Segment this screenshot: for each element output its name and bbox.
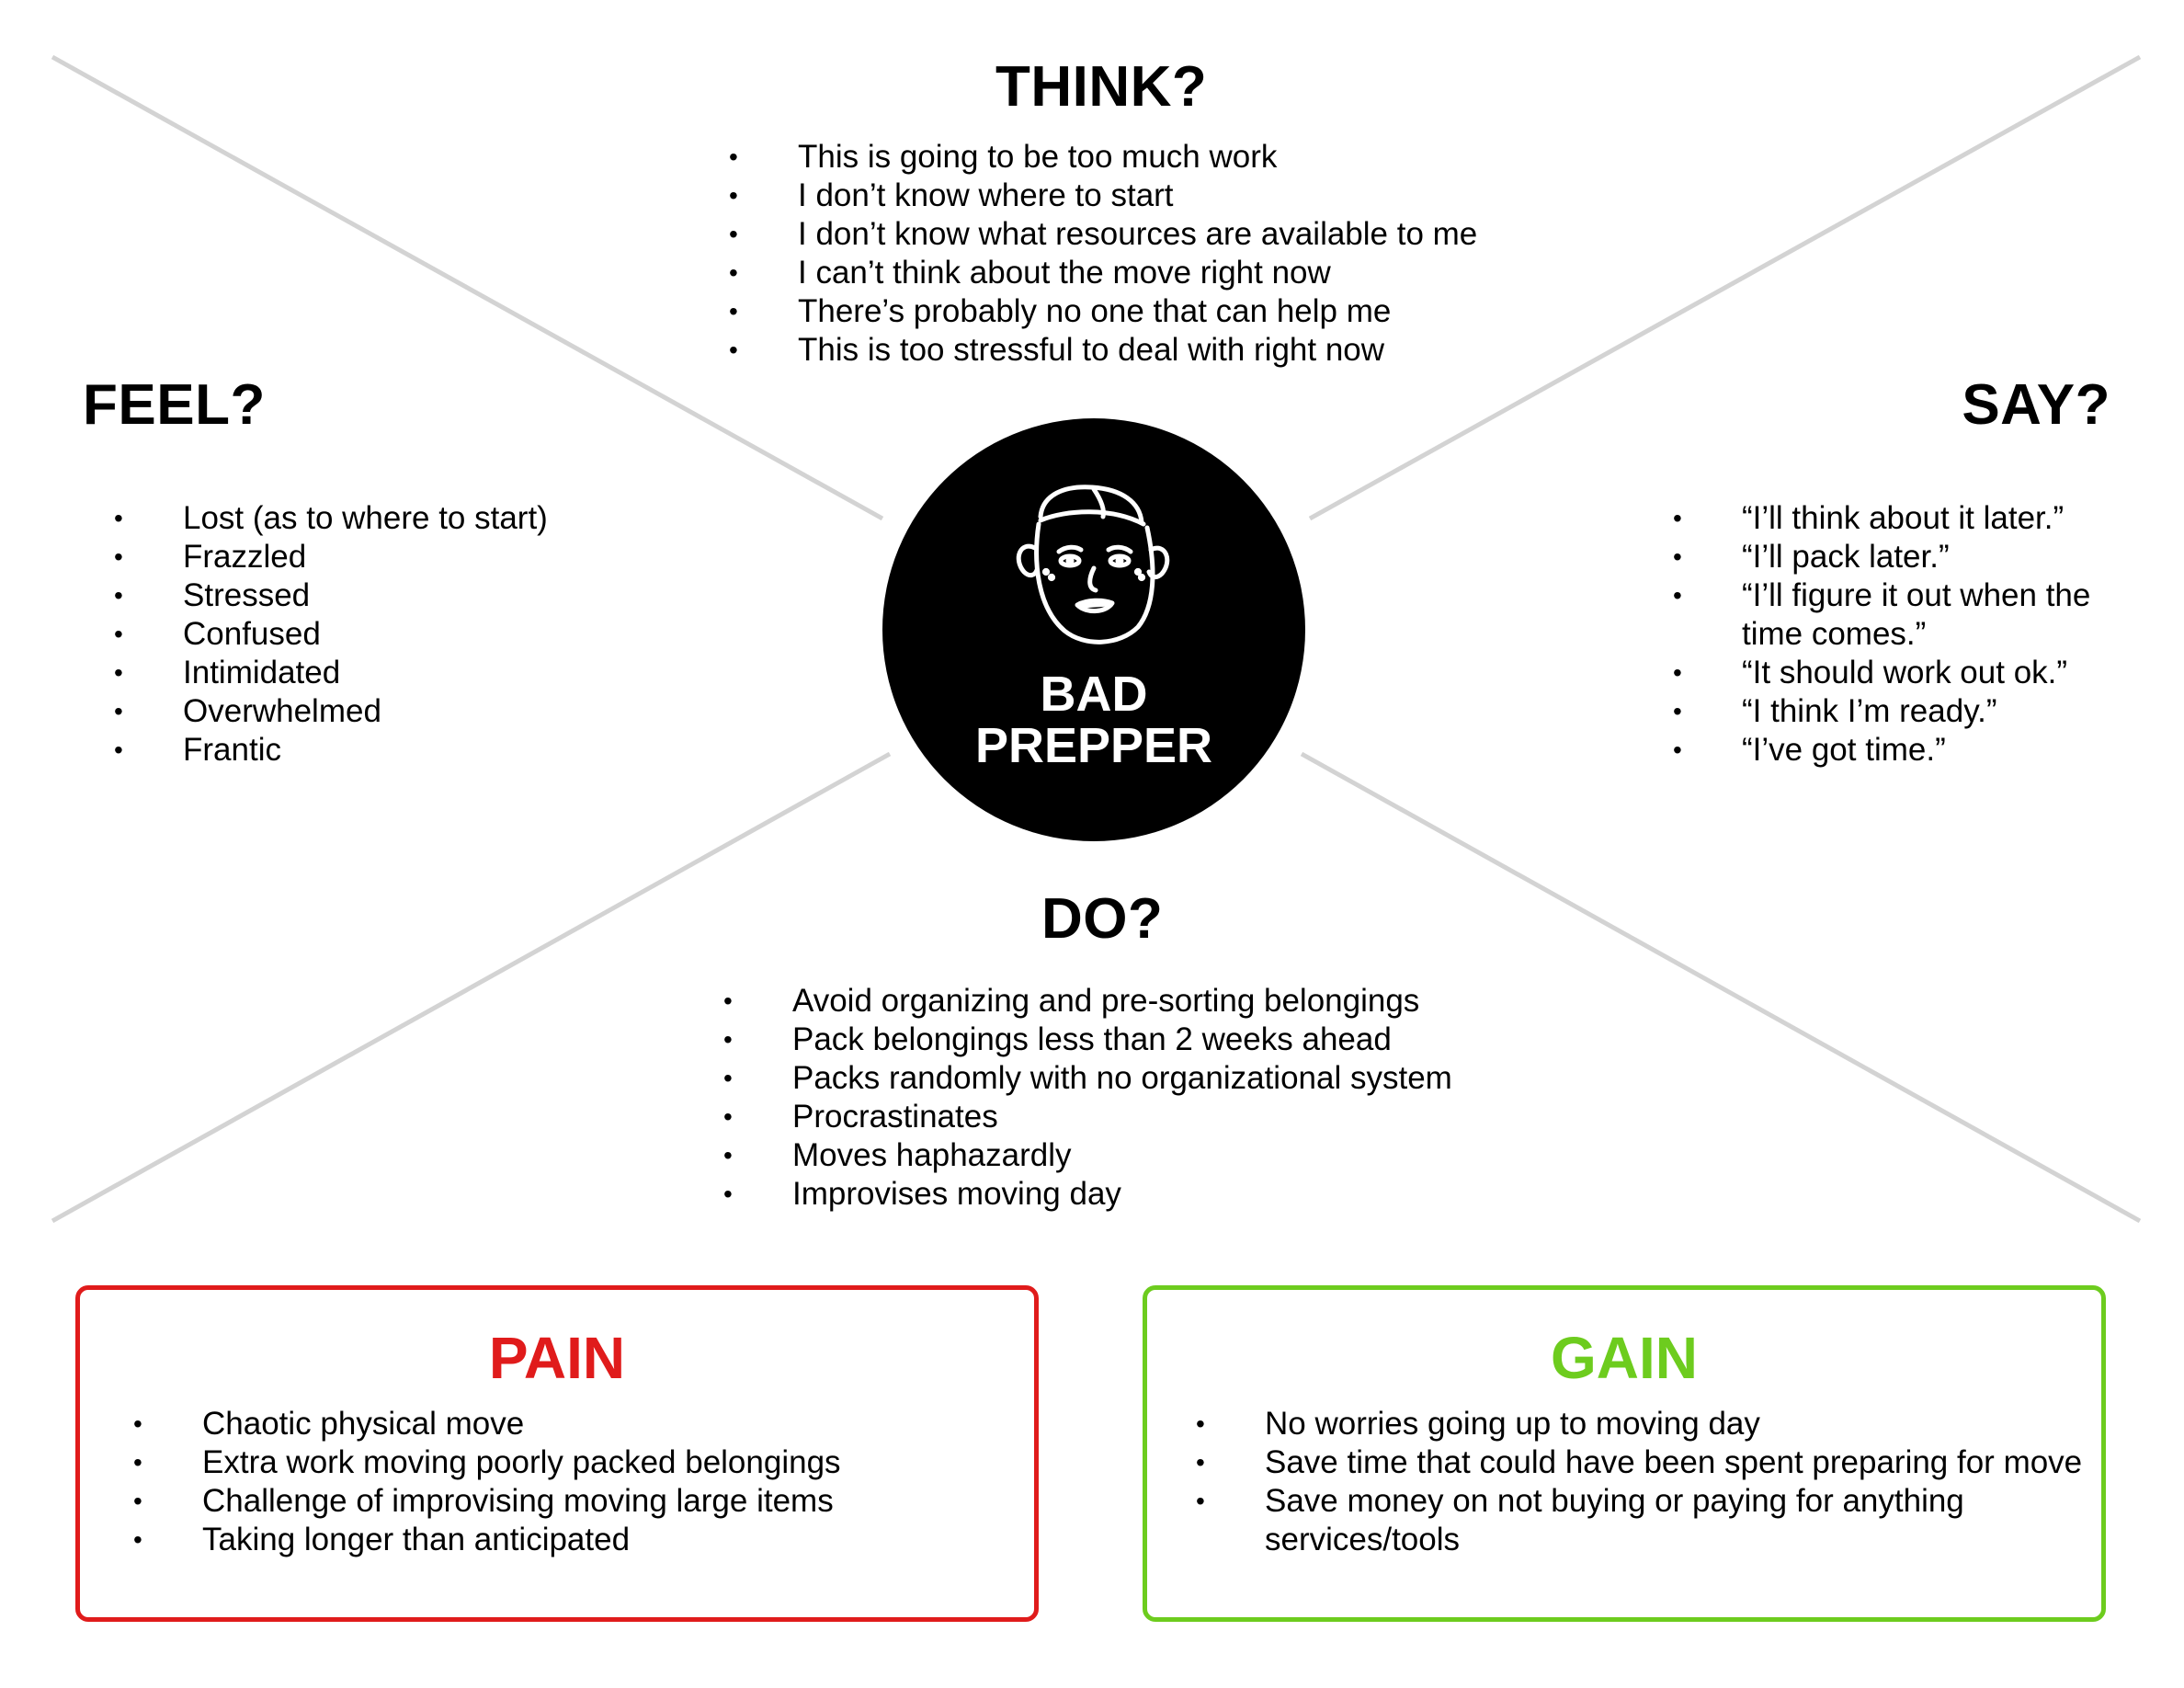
list-item: Intimidated	[114, 654, 548, 692]
say-heading: SAY?	[1962, 373, 2110, 437]
pain-heading: PAIN	[488, 1325, 626, 1391]
list-item: I don’t know where to start	[729, 177, 1477, 215]
do-list: Avoid organizing and pre-sorting belongi…	[723, 982, 1452, 1214]
list-item: “I’ll think about it later.”	[1673, 499, 2133, 538]
list-item: “I’ll figure it out when the time comes.…	[1673, 576, 2133, 654]
list-item: I don’t know what resources are availabl…	[729, 215, 1477, 254]
list-item: No worries going up to moving day	[1196, 1405, 2097, 1443]
list-item: Avoid organizing and pre-sorting belongi…	[723, 982, 1452, 1021]
list-item: Confused	[114, 615, 548, 654]
gain-list: No worries going up to moving day Save t…	[1196, 1405, 2097, 1559]
list-item: I can’t think about the move right now	[729, 254, 1477, 292]
list-item: This is too stressful to deal with right…	[729, 331, 1477, 370]
list-item: Frantic	[114, 731, 548, 770]
persona-name: BAD PREPPER	[882, 668, 1305, 771]
list-item: Challenge of improvising moving large it…	[133, 1482, 841, 1521]
list-item: Extra work moving poorly packed belongin…	[133, 1443, 841, 1482]
divider-top-left	[51, 54, 884, 521]
persona-circle: BAD PREPPER	[882, 418, 1305, 841]
list-item: Frazzled	[114, 538, 548, 576]
divider-bottom-left	[51, 751, 892, 1224]
pain-list: Chaotic physical move Extra work moving …	[133, 1405, 841, 1559]
list-item: This is going to be too much work	[729, 138, 1477, 177]
persona-name-line1: BAD	[1040, 667, 1148, 722]
list-item: Lost (as to where to start)	[114, 499, 548, 538]
think-list: This is going to be too much work I don’…	[729, 138, 1477, 370]
divider-bottom-right	[1300, 751, 2142, 1224]
persona-name-line2: PREPPER	[974, 718, 1213, 773]
list-item: Chaotic physical move	[133, 1405, 841, 1443]
person-face-icon	[1016, 485, 1170, 644]
list-item: Packs randomly with no organizational sy…	[723, 1059, 1452, 1098]
feel-list: Lost (as to where to start) Frazzled Str…	[114, 499, 548, 770]
do-heading: DO?	[1041, 887, 1164, 951]
think-heading: THINK?	[995, 55, 1208, 119]
say-list: “I’ll think about it later.” “I’ll pack …	[1673, 499, 2133, 770]
list-item: Taking longer than anticipated	[133, 1521, 841, 1559]
list-item: Moves haphazardly	[723, 1136, 1452, 1175]
list-item: “I think I’m ready.”	[1673, 692, 2133, 731]
list-item: Save time that could have been spent pre…	[1196, 1443, 2097, 1482]
gain-heading: GAIN	[1551, 1325, 1698, 1391]
list-item: There’s probably no one that can help me	[729, 292, 1477, 331]
list-item: Overwhelmed	[114, 692, 548, 731]
list-item: Procrastinates	[723, 1098, 1452, 1136]
pain-box: PAIN Chaotic physical move Extra work mo…	[75, 1285, 1039, 1622]
list-item: Stressed	[114, 576, 548, 615]
divider-top-right	[1308, 54, 2142, 521]
list-item: “I’ll pack later.”	[1673, 538, 2133, 576]
list-item: “I’ve got time.”	[1673, 731, 2133, 770]
list-item: Save money on not buying or paying for a…	[1196, 1482, 2028, 1559]
list-item: Pack belongings less than 2 weeks ahead	[723, 1021, 1452, 1059]
list-item: “It should work out ok.”	[1673, 654, 2133, 692]
list-item: Improvises moving day	[723, 1175, 1452, 1214]
gain-box: GAIN No worries going up to moving day S…	[1143, 1285, 2106, 1622]
feel-heading: FEEL?	[83, 373, 266, 437]
